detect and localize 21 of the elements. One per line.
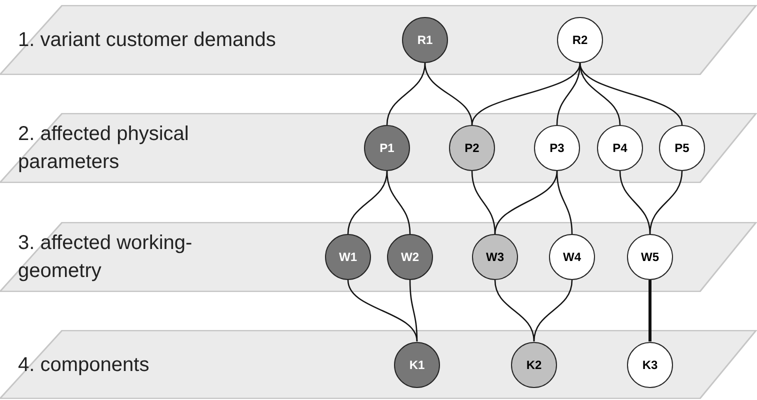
connector-line — [649, 170, 683, 234]
layer-label: 4. components — [18, 352, 150, 378]
connector-line — [424, 62, 473, 126]
connector-line — [619, 170, 651, 234]
connector-line — [386, 62, 426, 126]
connector-line — [494, 280, 535, 342]
connector-line — [347, 280, 418, 342]
connector-line — [579, 62, 683, 126]
connector-line — [409, 280, 418, 342]
connector-line — [648, 280, 652, 342]
connector-line — [347, 170, 388, 234]
connector-line — [471, 170, 496, 234]
connector-line — [386, 170, 411, 234]
connector-line — [556, 170, 573, 234]
layer-label: 3. affected working-geometry — [18, 231, 194, 284]
connector-line — [533, 280, 573, 342]
connector-line — [471, 62, 581, 126]
layer-label: 1. variant customer demands — [18, 28, 277, 53]
connector-line — [494, 170, 558, 234]
layer-label: 2. affected physical parameters — [18, 122, 190, 175]
connector-line — [556, 62, 581, 126]
